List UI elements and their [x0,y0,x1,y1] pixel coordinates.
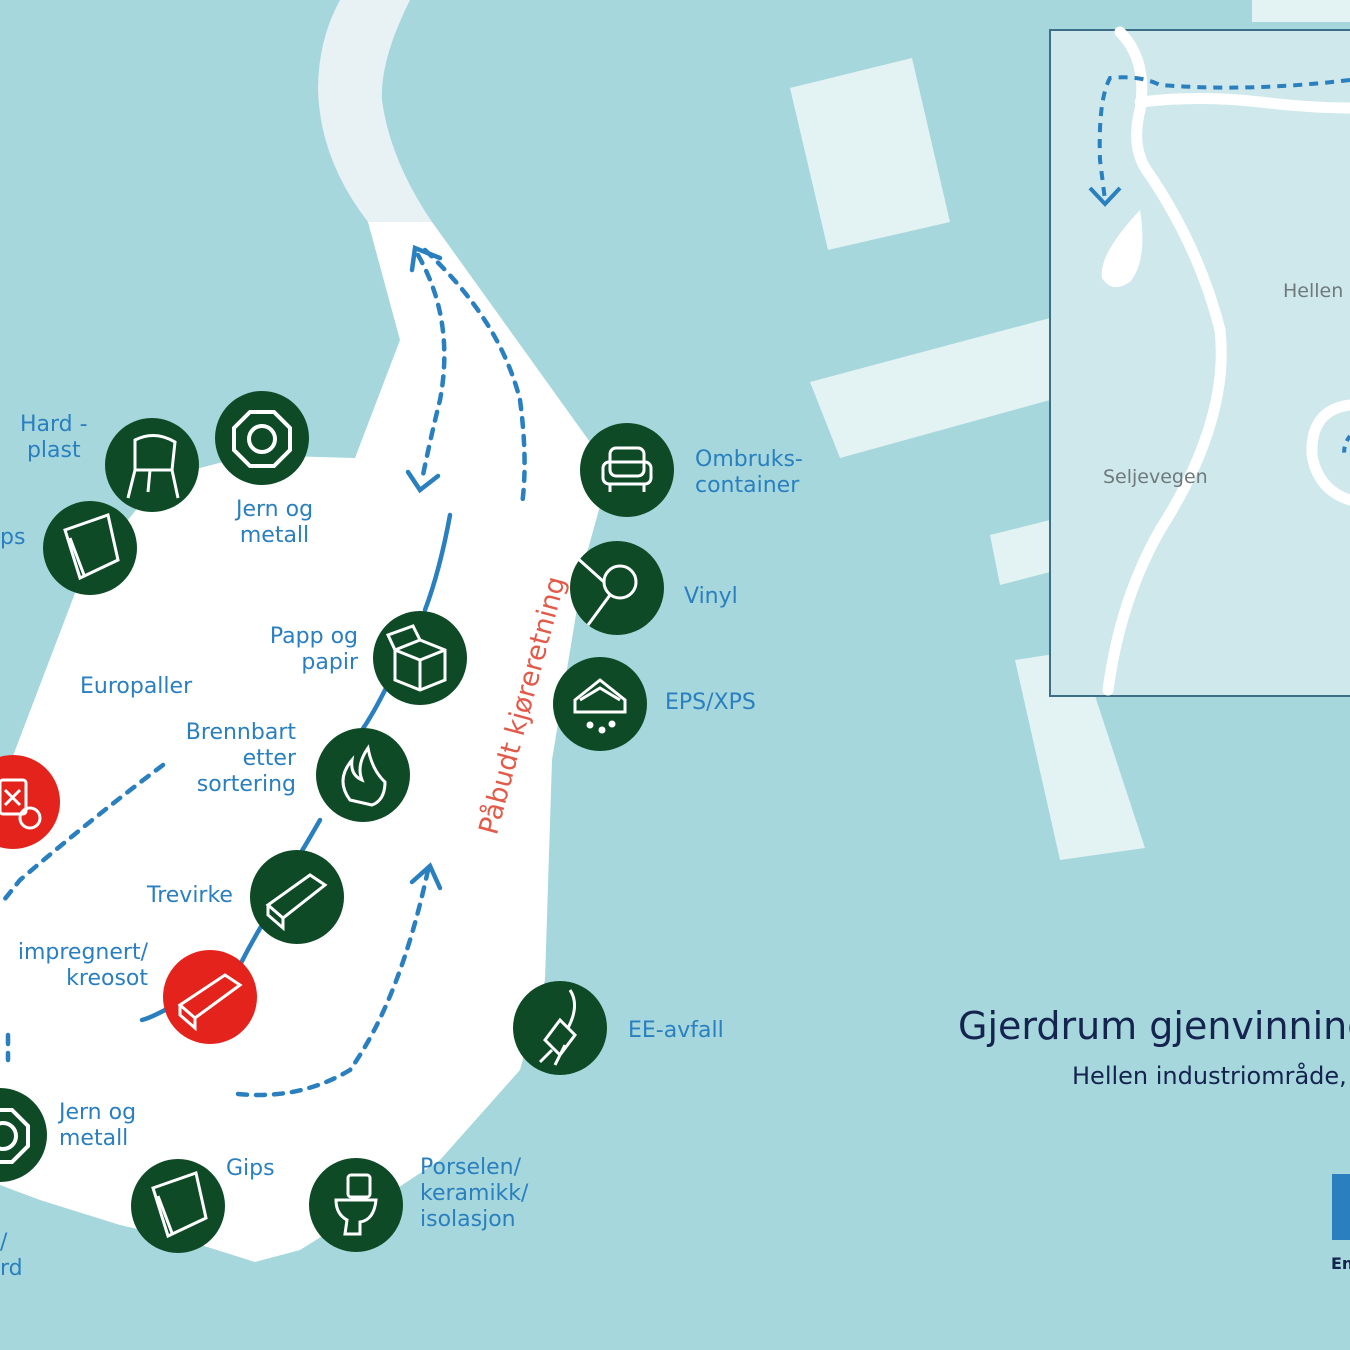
label-impregnert: impregnert/ kreosot [17,940,148,991]
station-hardplast[interactable] [105,418,199,512]
station-jern-og-metall-bottom[interactable] [0,1088,47,1182]
station-brennbart[interactable] [316,728,410,822]
station-ombrukscontainer[interactable] [580,423,674,517]
label-partial-bottom-left: / rd [0,1230,23,1281]
route-arrow [409,862,443,891]
building [810,318,1050,458]
wood-plank-icon [265,873,328,932]
logo-mark [1332,1174,1350,1240]
flame-icon [341,744,387,807]
logo-text: En [1331,1254,1350,1273]
inset-label-hellen: Hellen [1283,280,1344,302]
station-ee-avfall[interactable] [513,981,607,1075]
insulation-icon [573,678,627,734]
station-farlig-avfall[interactable] [0,755,60,849]
route-lines [0,244,527,1098]
page-subtitle: Hellen industriområde, [1072,1062,1347,1090]
building [790,58,950,250]
inset-label-seljevegen: Seljevegen [1103,466,1208,488]
page-title: Gjerdrum gjenvinning [958,1004,1350,1048]
vinyl-roll-icon [573,554,638,626]
station-vinyl[interactable] [570,541,664,635]
inset-drop [1101,210,1143,288]
label-ombrukscontainer: Ombruks- container [695,447,803,498]
route-dashed [422,247,527,508]
station-gips-top[interactable] [43,501,137,595]
label-eps-xps: EPS/XPS [665,690,756,715]
label-porselen: Porselen/ keramikk/ isolasjon [420,1155,529,1232]
toilet-icon [334,1173,378,1236]
inset-route-arrow [1088,186,1122,207]
building [1015,650,1145,860]
label-hardplast: Hard - plast [20,412,88,463]
route-arrow [405,469,441,494]
label-papp-og-papir: Papp og papir [269,624,358,675]
treated-wood-icon [177,973,243,1032]
inset-route [1342,434,1350,459]
station-jern-og-metall-top[interactable] [215,391,309,485]
station-impregnert[interactable] [163,950,257,1044]
inset-route [1097,75,1350,201]
metal-nut-icon [232,410,292,468]
route-solid [139,512,453,1023]
route-dashed [235,867,431,1098]
building [1252,0,1350,22]
metal-nut-icon [0,1108,30,1164]
station-gips-bottom[interactable] [131,1159,225,1253]
label-brennbart: Brennbart etter sortering [185,720,296,797]
power-plug-icon [538,989,577,1066]
inset-map [1049,29,1350,697]
hazardous-waste-icon [0,778,42,830]
label-gips-bottom: Gips [226,1156,275,1181]
label-vinyl: Vinyl [684,584,738,609]
station-porselen[interactable] [309,1158,403,1252]
label-trevirke: Trevirke [147,883,233,908]
armchair-icon [601,446,653,492]
label-ee-avfall: EE-avfall [628,1018,724,1043]
label-gips-top: ps [0,525,26,550]
station-trevirke[interactable] [250,850,344,944]
gypsum-board-icon [63,513,120,581]
inset-roads [1102,26,1350,696]
gypsum-board-icon [151,1171,208,1239]
station-eps-xps[interactable] [553,657,647,751]
recycling-lot [0,222,610,1262]
label-jern-og-metall-top: Jern og metall [236,497,314,548]
station-papp-og-papir[interactable] [373,611,467,705]
chair-icon [126,434,180,499]
route-dashed [0,762,166,908]
route-dashed [415,252,447,483]
cardboard-box-icon [385,624,447,692]
access-road [318,0,432,222]
label-jern-og-metall-bottom: Jern og metall [59,1100,137,1151]
label-europaller: Europaller [80,674,193,699]
building [990,520,1050,585]
